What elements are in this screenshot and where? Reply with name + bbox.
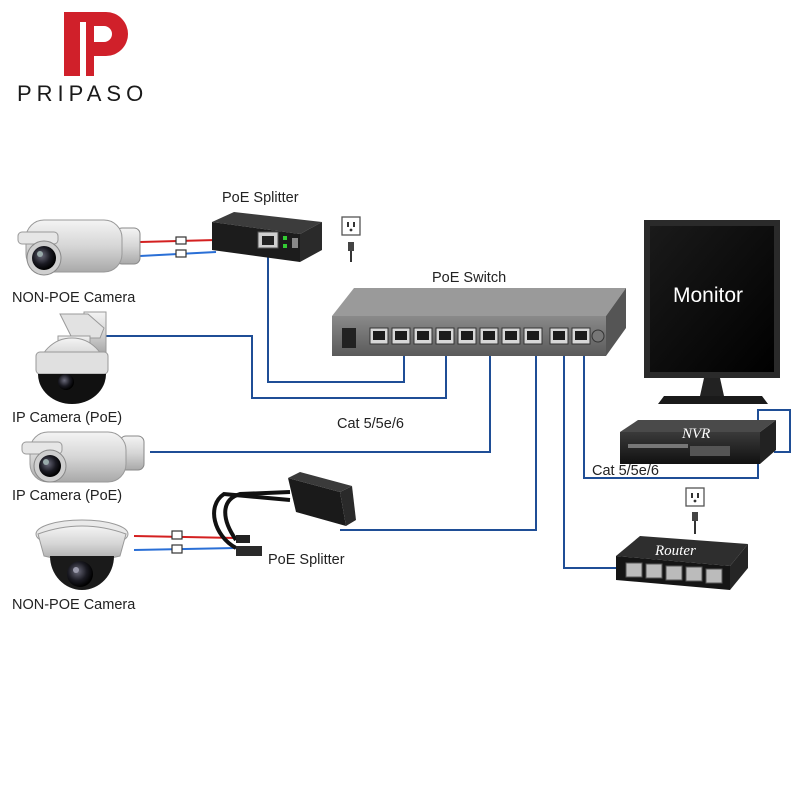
- switch-ports: [369, 327, 591, 345]
- monitor-label: Monitor: [673, 284, 743, 307]
- nvr: NVR: [620, 420, 776, 464]
- cable-center-label: Cat 5/5e/6: [337, 416, 404, 432]
- switch-port-socket: [417, 331, 429, 340]
- poe-splitter-bottom-label: PoE Splitter: [268, 552, 345, 568]
- brand-name: PRIPASO: [17, 81, 148, 106]
- switch-port-socket: [395, 331, 407, 340]
- router: Router: [616, 536, 748, 590]
- ip-camera-2-label: IP Camera (PoE): [12, 488, 122, 504]
- non-poe-bullet-camera: [17, 219, 141, 276]
- switch-port-socket: [505, 331, 517, 340]
- switch-port-socket: [553, 331, 565, 340]
- power-outlet-icon: [685, 487, 705, 534]
- non-poe-camera-bottom-label: NON-POE Camera: [12, 597, 136, 613]
- switch-port-socket: [461, 331, 473, 340]
- poe-switch: [332, 288, 626, 356]
- poe-splitter-cable: [212, 472, 356, 556]
- switch-port-socket: [439, 331, 451, 340]
- router-label: Router: [654, 543, 696, 559]
- poe-switch-label: PoE Switch: [432, 270, 506, 286]
- cat-cables: [100, 247, 791, 569]
- cable-right-label: Cat 5/5e/6: [592, 463, 659, 479]
- router-ports: [625, 562, 723, 584]
- poe-splitter-box: [212, 212, 322, 262]
- nvr-label: NVR: [681, 426, 710, 442]
- non-poe-dome-camera: [35, 519, 129, 590]
- monitor: Monitor: [644, 220, 780, 404]
- switch-port-socket: [373, 331, 385, 340]
- ptz-dome-camera: [35, 311, 109, 404]
- power-outlet-icon: [341, 216, 361, 262]
- non-poe-camera-top-label: NON-POE Camera: [12, 290, 136, 306]
- switch-port-socket: [483, 331, 495, 340]
- brand-logo: PRIPASO: [17, 12, 148, 106]
- ip-camera-1-label: IP Camera (PoE): [12, 410, 122, 426]
- ip-bullet-camera: [21, 431, 145, 483]
- power-wires: [133, 236, 237, 554]
- poe-splitter-top-label: PoE Splitter: [222, 190, 299, 206]
- switch-port-socket: [527, 331, 539, 340]
- logo-mark-icon: [64, 12, 128, 76]
- switch-port-socket: [575, 331, 587, 340]
